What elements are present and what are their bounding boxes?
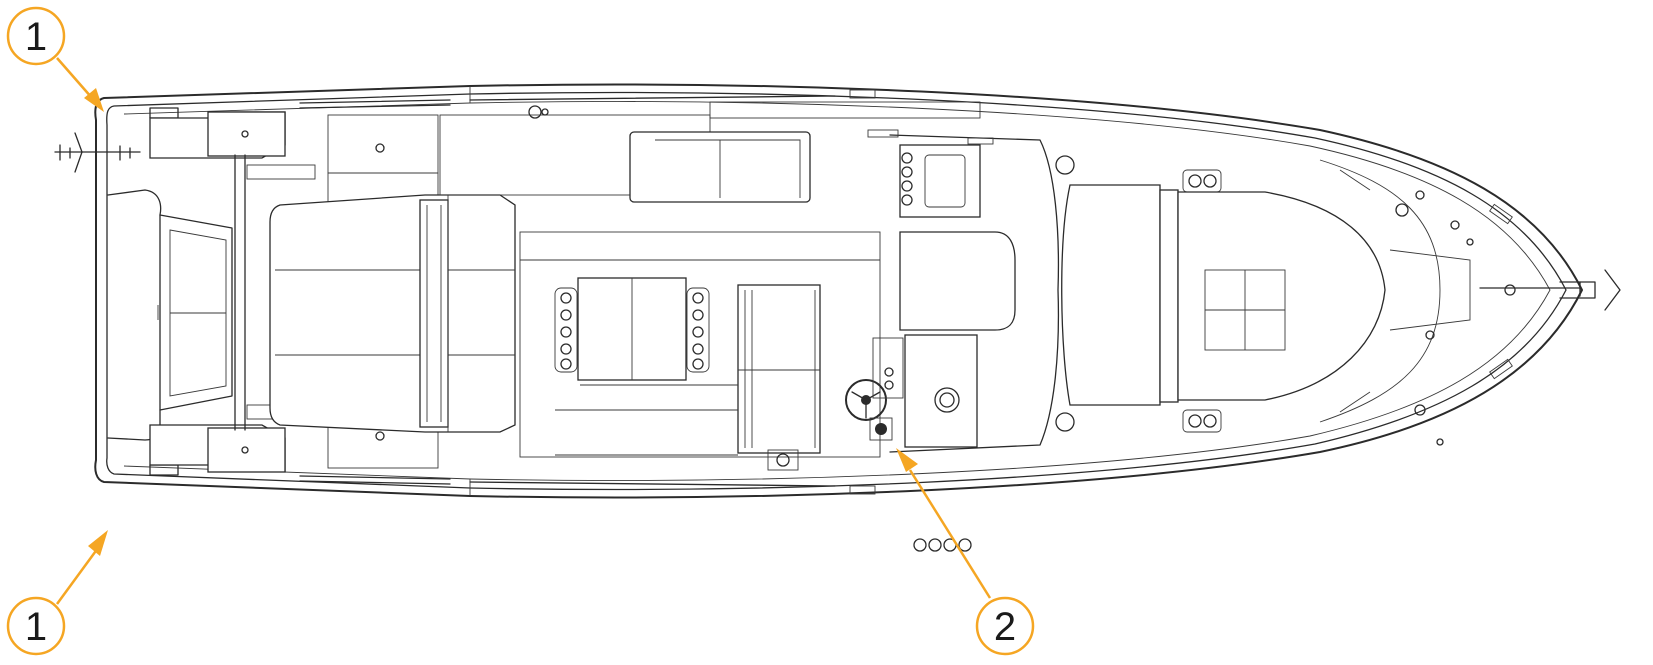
callout-label: 2 [994,605,1016,649]
forward-cockpit [1061,169,1386,433]
bow [1319,159,1621,446]
mid-deck [439,101,981,471]
helm-console [845,134,1075,453]
callout-2-helm: 2 [896,448,1035,656]
side-rails [299,89,876,495]
vent-top [246,164,316,180]
aft-deck [269,114,516,469]
callout-1-bottom: 1 [6,530,108,656]
hull-outline [94,83,1583,499]
console-dials-top [901,152,913,206]
steering-wheel [845,379,887,421]
callout-1-top: 1 [6,6,104,112]
callout-label: 1 [25,15,47,59]
port-lights [913,538,972,552]
deck-fittings [528,105,994,552]
cupholders-right [686,287,710,373]
cupholders-left [554,287,578,373]
stern-platform [54,107,316,476]
callout-label: 1 [25,605,47,649]
